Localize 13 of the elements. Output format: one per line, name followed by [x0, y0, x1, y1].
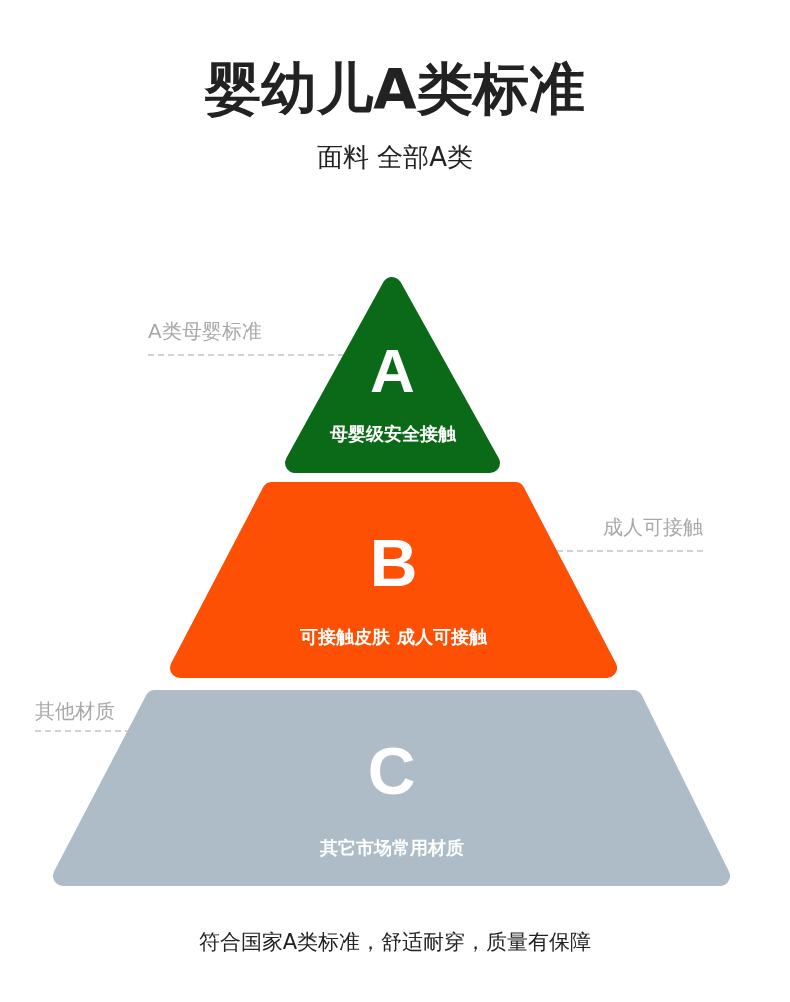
subtitle: 面料 全部A类 — [315, 141, 475, 174]
callout-text: 成人可接触 — [603, 514, 703, 551]
leader-line — [554, 550, 704, 552]
tier-description: 其它市场常用材质 — [318, 836, 465, 860]
tier-letter: C — [366, 738, 417, 804]
title: 婴幼儿A类标准 — [203, 55, 586, 123]
footer-note: 符合国家A类标准，舒适耐穿，质量有保障 — [197, 929, 593, 956]
callout-text: A类母婴标准 — [148, 318, 262, 355]
tier-letter: A — [369, 340, 416, 402]
tier-description: 可接触皮肤 成人可接触 — [299, 625, 488, 649]
tier-description: 母婴级安全接触 — [328, 422, 457, 446]
callout-text: 其他材质 — [35, 698, 115, 731]
tier-letter: B — [368, 530, 419, 596]
